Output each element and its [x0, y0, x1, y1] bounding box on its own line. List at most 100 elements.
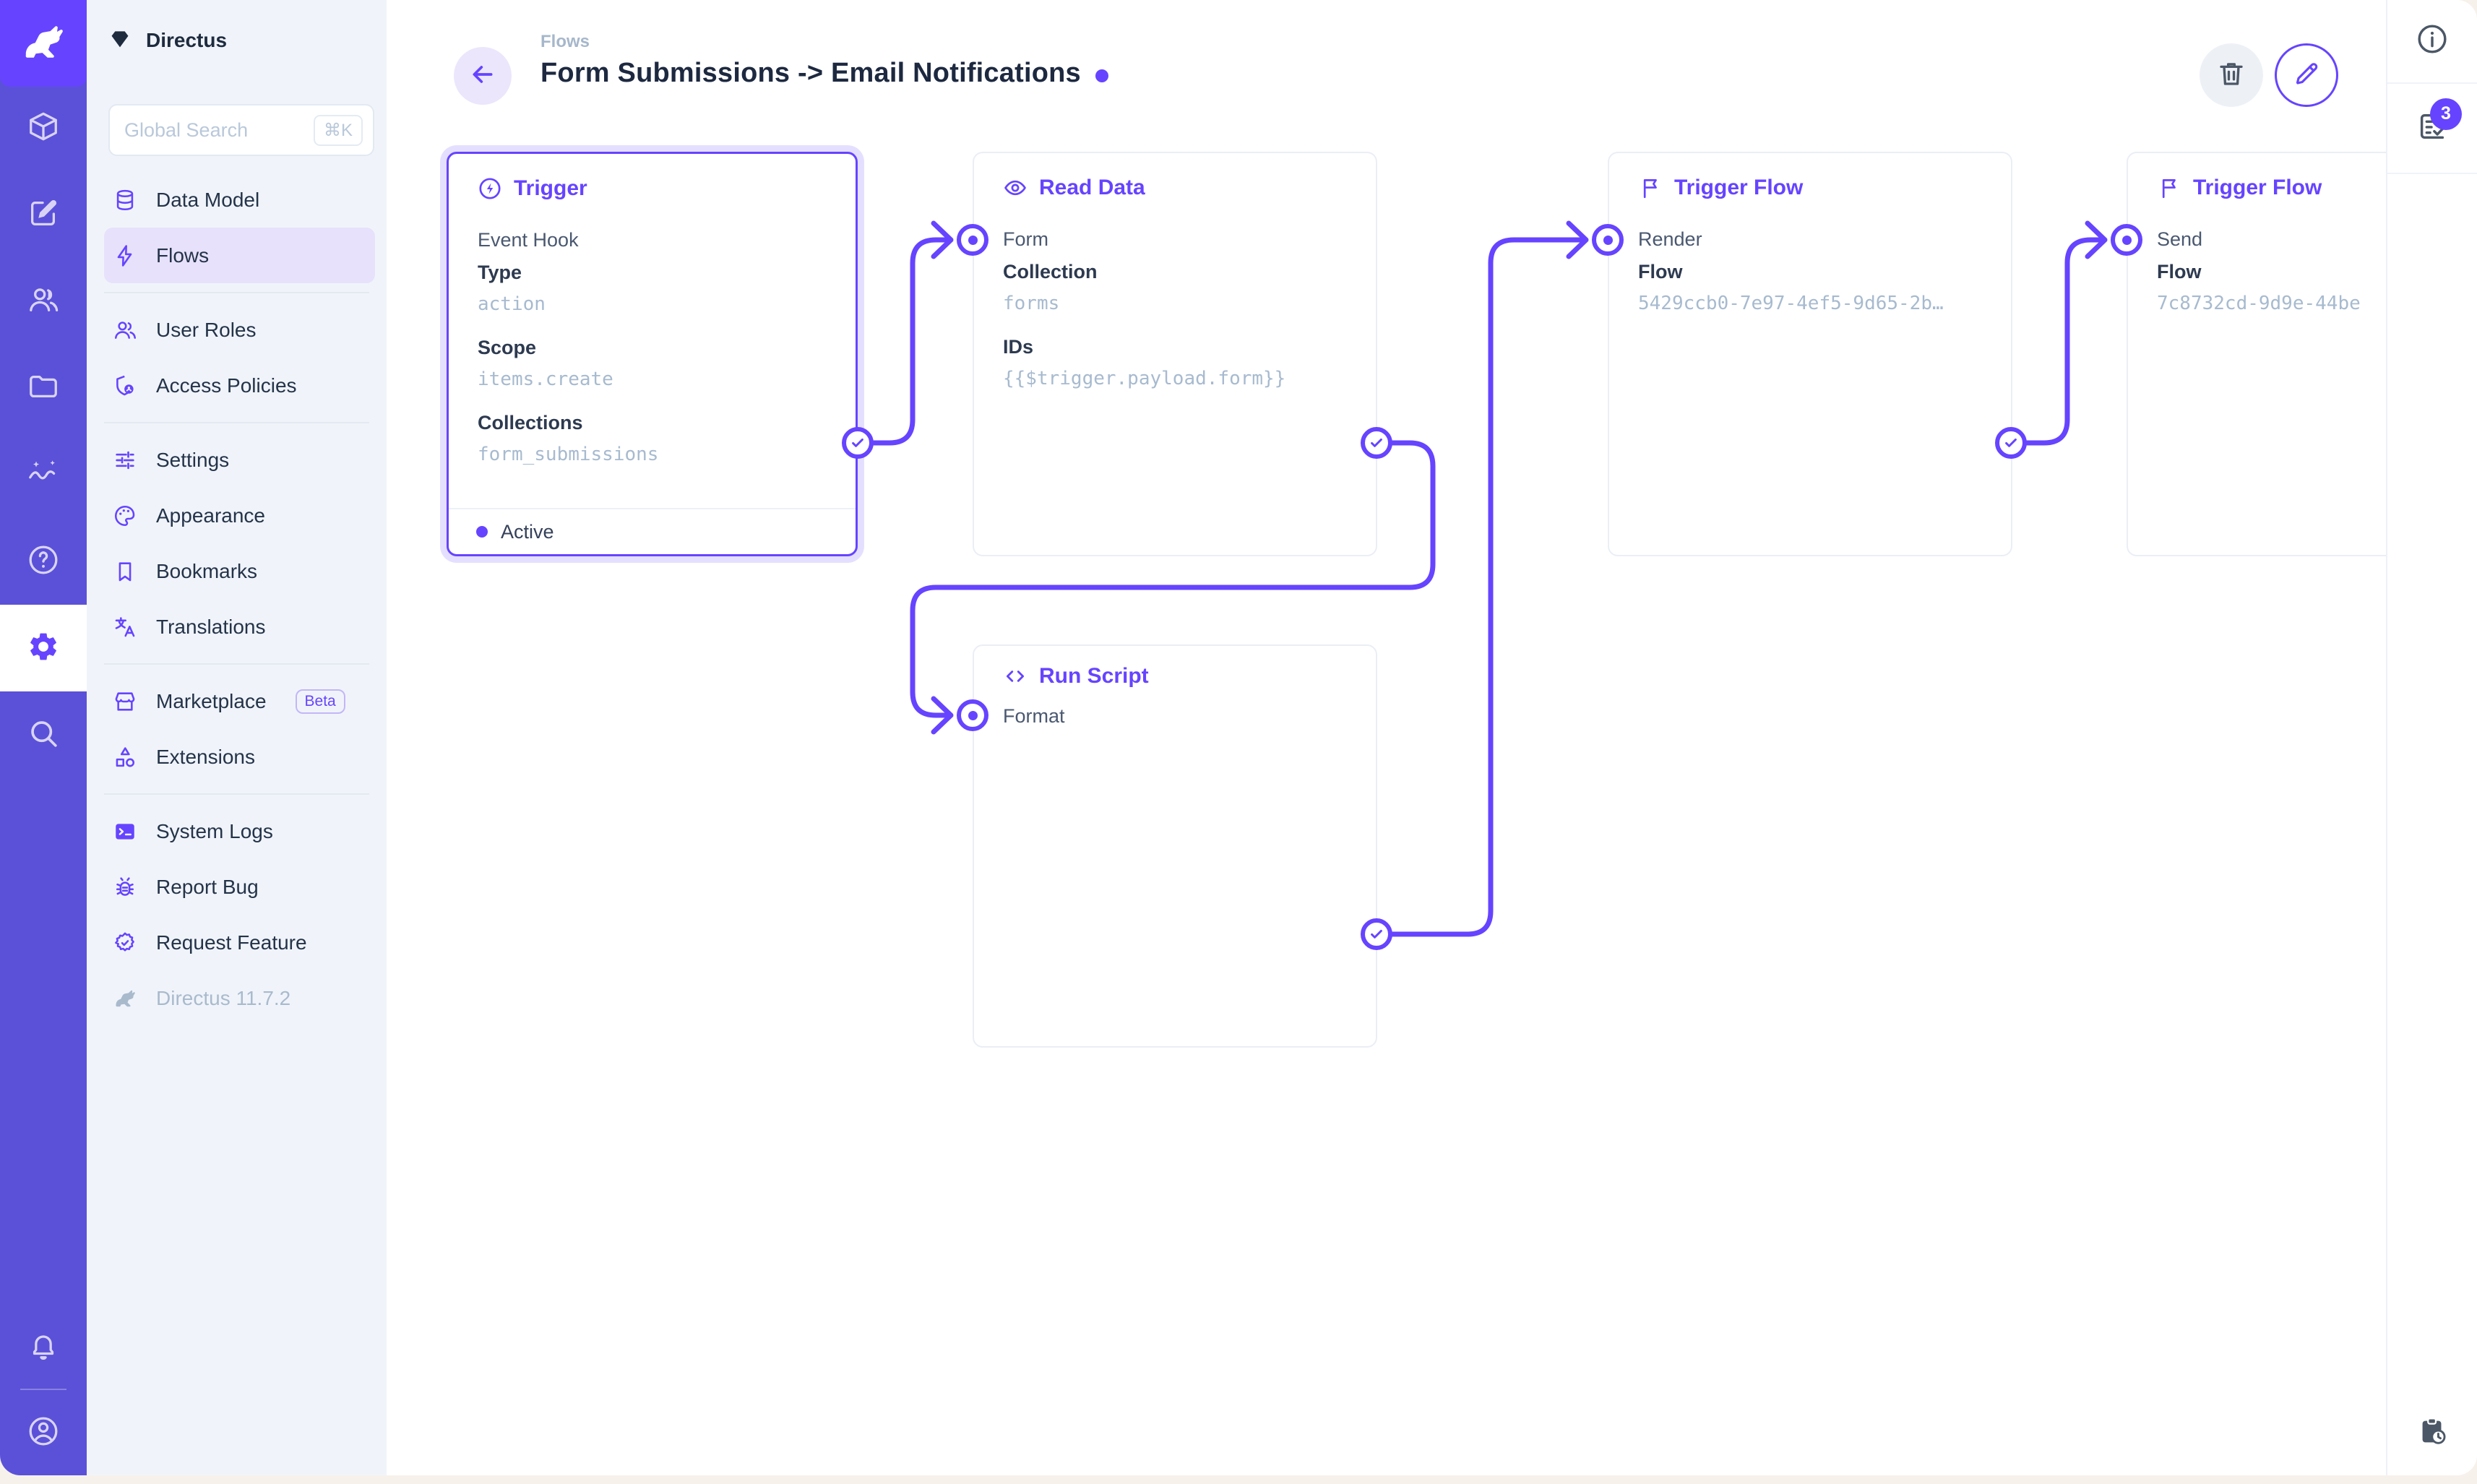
sidebar-item-system-logs[interactable]: System Logs	[104, 803, 375, 859]
bell-icon	[27, 1329, 60, 1366]
seal-check-icon	[113, 931, 137, 955]
bolt-icon	[113, 243, 137, 268]
sidebar-item-request-feature[interactable]: Request Feature	[104, 915, 375, 970]
breadcrumb[interactable]: Flows	[540, 32, 590, 51]
sidebar-item-user-roles[interactable]: User Roles	[104, 302, 375, 358]
field-label: Collection	[1003, 261, 1098, 282]
activity-sparkle-icon	[27, 457, 60, 493]
user-menu-button[interactable]	[0, 1389, 87, 1475]
node-type-label: Trigger	[514, 176, 587, 200]
folder-icon	[27, 370, 60, 407]
back-button[interactable]	[454, 47, 512, 105]
connector-input-run-script[interactable]	[957, 699, 988, 731]
project-header[interactable]: Directus	[108, 22, 227, 59]
notifications-bell-button[interactable]	[0, 1304, 87, 1391]
node-trigger-flow-send[interactable]: Trigger Flow Send Flow 7c8732cd-9d9e-44b…	[2127, 152, 2386, 556]
revisions-button[interactable]	[2387, 1395, 2477, 1470]
sidebar-item-report-bug[interactable]: Report Bug	[104, 859, 375, 915]
notices-icon: 3	[2416, 98, 2462, 147]
connector-output-trigger[interactable]	[842, 427, 874, 459]
field-label: Flow	[1638, 261, 1683, 282]
sidebar-item-settings[interactable]: Settings	[104, 432, 375, 488]
dot-icon	[968, 710, 978, 720]
node-content: Form Collection forms IDs {{$trigger.pay…	[1003, 223, 1354, 394]
avatar-icon	[27, 1415, 60, 1451]
connector-input-trigger-flow-send[interactable]	[2111, 224, 2142, 256]
connector-output-trigger-flow-render[interactable]	[1995, 427, 2027, 459]
connector-output-run-script[interactable]	[1361, 918, 1392, 950]
node-type-label: Read Data	[1039, 176, 1145, 199]
connection-trigger-flow-render-to-send	[2008, 220, 2108, 446]
node-trigger[interactable]: Trigger Event Hook Type action Scope ite…	[447, 152, 858, 556]
info-button[interactable]	[2387, 3, 2477, 78]
connector-output-read-data[interactable]	[1361, 427, 1392, 459]
node-run-script[interactable]: Run Script Format	[973, 644, 1377, 1048]
connector-input-read-data[interactable]	[957, 224, 988, 256]
translate-icon	[113, 615, 137, 639]
sidebar-item-translations[interactable]: Translations	[104, 599, 375, 655]
users-icon	[27, 283, 60, 320]
sidebar-item-data-model[interactable]: Data Model	[104, 172, 375, 228]
bolt-circle-icon	[478, 176, 502, 201]
sidebar-item-label: Access Policies	[156, 374, 297, 397]
connector-input-trigger-flow-render[interactable]	[1592, 224, 1624, 256]
sidebar-item-marketplace[interactable]: Marketplace Beta	[104, 673, 375, 729]
version-row: Directus 11.7.2	[104, 970, 375, 1026]
field-value: {{$trigger.payload.form}}	[1003, 368, 1286, 389]
flow-canvas[interactable]: Flows Form Submissions -> Email Notifica…	[387, 0, 2386, 1475]
flow-status-dot	[1095, 69, 1108, 82]
sidebar: Directus Global Search ⌘K Data Model Flo…	[87, 0, 387, 1475]
palette-icon	[113, 504, 137, 528]
check-icon	[1371, 438, 1382, 447]
sidebar-item-flows[interactable]: Flows	[104, 228, 375, 283]
sidebar-item-bookmarks[interactable]: Bookmarks	[104, 543, 375, 599]
eye-icon	[1003, 176, 1028, 200]
module-editor-button[interactable]	[0, 171, 87, 258]
trash-icon	[2216, 59, 2246, 92]
notices-button[interactable]: 3	[2387, 90, 2477, 165]
rightbar-divider	[2387, 82, 2477, 84]
sidebar-item-label: Request Feature	[156, 931, 307, 954]
notification-count-badge: 3	[2430, 98, 2462, 130]
beta-badge: Beta	[295, 689, 345, 714]
sidebar-item-label: Flows	[156, 243, 210, 267]
global-search-input[interactable]: Global Search ⌘K	[108, 104, 374, 156]
field-label: Scope	[478, 337, 537, 358]
module-content-button[interactable]	[0, 85, 87, 171]
module-help-button[interactable]	[0, 518, 87, 605]
sidebar-item-extensions[interactable]: Extensions	[104, 729, 375, 785]
tune-icon	[113, 448, 137, 473]
sidebar-item-label: System Logs	[156, 819, 273, 842]
module-users-button[interactable]	[0, 258, 87, 345]
clipboard-clock-icon	[2416, 1415, 2449, 1451]
sidebar-item-appearance[interactable]: Appearance	[104, 488, 375, 543]
node-content: Send Flow 7c8732cd-9d9e-44be	[2157, 223, 2386, 319]
module-insights-button[interactable]	[0, 431, 87, 518]
title-row: Form Submissions -> Email Notifications	[540, 58, 1108, 89]
code-icon	[1003, 664, 1028, 689]
sidebar-item-access-policies[interactable]: Access Policies	[104, 358, 375, 413]
module-files-button[interactable]	[0, 345, 87, 431]
node-status-row: Active	[449, 508, 856, 554]
node-trigger-flow-render[interactable]: Trigger Flow Render Flow 5429ccb0-7e97-4…	[1608, 152, 2012, 556]
version-label: Directus 11.7.2	[156, 986, 291, 1009]
module-settings-button[interactable]	[0, 605, 87, 691]
sidebar-item-label: Appearance	[156, 504, 266, 527]
connection-trigger-to-read-data	[855, 220, 954, 446]
shield-user-icon	[113, 374, 137, 398]
sidebar-nav: Data Model Flows User Roles Access Poli	[87, 172, 387, 1026]
users-icon	[113, 318, 137, 342]
check-icon	[1371, 929, 1382, 939]
edit-flow-button[interactable]	[2275, 43, 2338, 107]
search-placeholder: Global Search	[124, 118, 249, 141]
node-read-data[interactable]: Read Data Form Collection forms IDs {{$t…	[973, 152, 1377, 556]
module-search-button[interactable]	[0, 691, 87, 778]
dot-icon	[2121, 235, 2132, 245]
node-type-label: Trigger Flow	[1674, 176, 1804, 199]
delete-flow-button[interactable]	[2200, 43, 2263, 107]
directus-logo[interactable]	[0, 0, 87, 87]
sidebar-item-label: Extensions	[156, 745, 255, 768]
arrow-left-icon	[468, 60, 497, 92]
node-header: Run Script	[1003, 663, 1149, 689]
node-name: Form	[1003, 228, 1048, 250]
